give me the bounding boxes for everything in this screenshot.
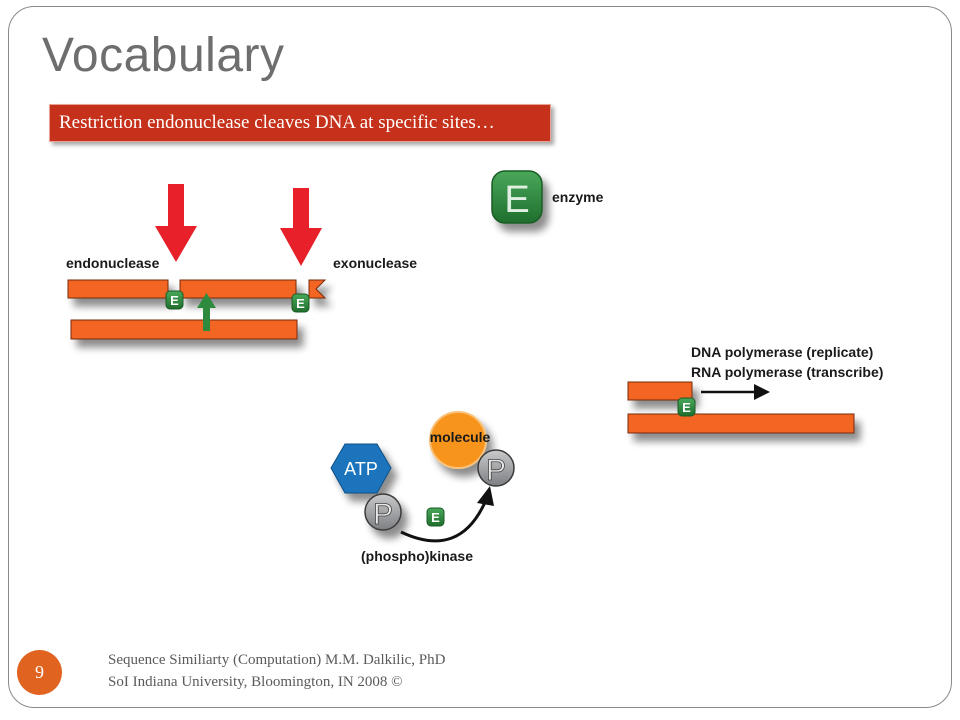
enzyme-small-kinase [426,507,445,527]
dna-bottom-strand [70,319,298,340]
phosphate-symbol-atp: P [373,498,393,531]
transfer-arrow-curve [400,499,488,543]
phosphate-on-molecule [477,449,515,487]
footer-line-2: SoI Indiana University, Bloomington, IN … [108,674,403,690]
cut-arrow-exonuclease [280,188,322,266]
enzyme-small-polymerase [677,397,696,417]
slide-title: Vocabulary [42,29,285,82]
enzyme-label: enzyme [552,189,604,205]
dna-top-strand-middle [179,279,297,299]
atp-label: ATP [344,459,378,479]
polymerase-label-1: DNA polymerase (replicate) [691,344,873,360]
molecule-label: molecule [430,429,491,445]
nuclease-illustration: endonuclease exonuclease E E [66,184,417,340]
atp-hexagon [330,443,392,494]
enzyme-small-symbol-2: E [296,296,305,311]
dna-primer-strand [627,381,693,401]
enzyme-small-symbol-1: E [170,293,179,308]
molecule-circle [429,411,487,469]
enzyme-legend-symbol: E [504,179,529,221]
green-up-arrow [197,293,216,331]
page-number-badge: 9 [17,650,62,695]
enzyme-legend-icon [491,170,543,224]
dna-top-strand-left [67,279,169,299]
dna-top-strand-fragment [308,279,327,299]
banner-caption: Restriction endonuclease cleaves DNA at … [49,104,551,142]
cut-arrow-endonuclease [155,184,197,262]
enzyme-legend: E enzyme [491,170,604,224]
enzyme-small-endonuclease [165,290,184,310]
polymerase-illustration: DNA polymerase (replicate) RNA polymeras… [627,344,883,434]
phosphate-on-atp [364,493,402,531]
enzyme-small-exonuclease [291,293,310,313]
exonuclease-label: exonuclease [333,255,417,271]
polymerase-label-2: RNA polymerase (transcribe) [691,364,883,380]
enzyme-small-symbol-4: E [431,510,440,525]
transfer-arrow-head [477,486,494,506]
endonuclease-label: endonuclease [66,255,160,271]
footer-line-1: Sequence Similiarty (Computation) M.M. D… [108,652,446,668]
extension-arrow-head [754,384,770,400]
phosphate-symbol-molecule: P [486,454,506,487]
kinase-illustration: ATP molecule P P E (phospho)kinase [330,411,515,564]
dna-template-strand [627,413,855,434]
enzyme-small-symbol-3: E [682,400,691,415]
kinase-label: (phospho)kinase [361,548,473,564]
